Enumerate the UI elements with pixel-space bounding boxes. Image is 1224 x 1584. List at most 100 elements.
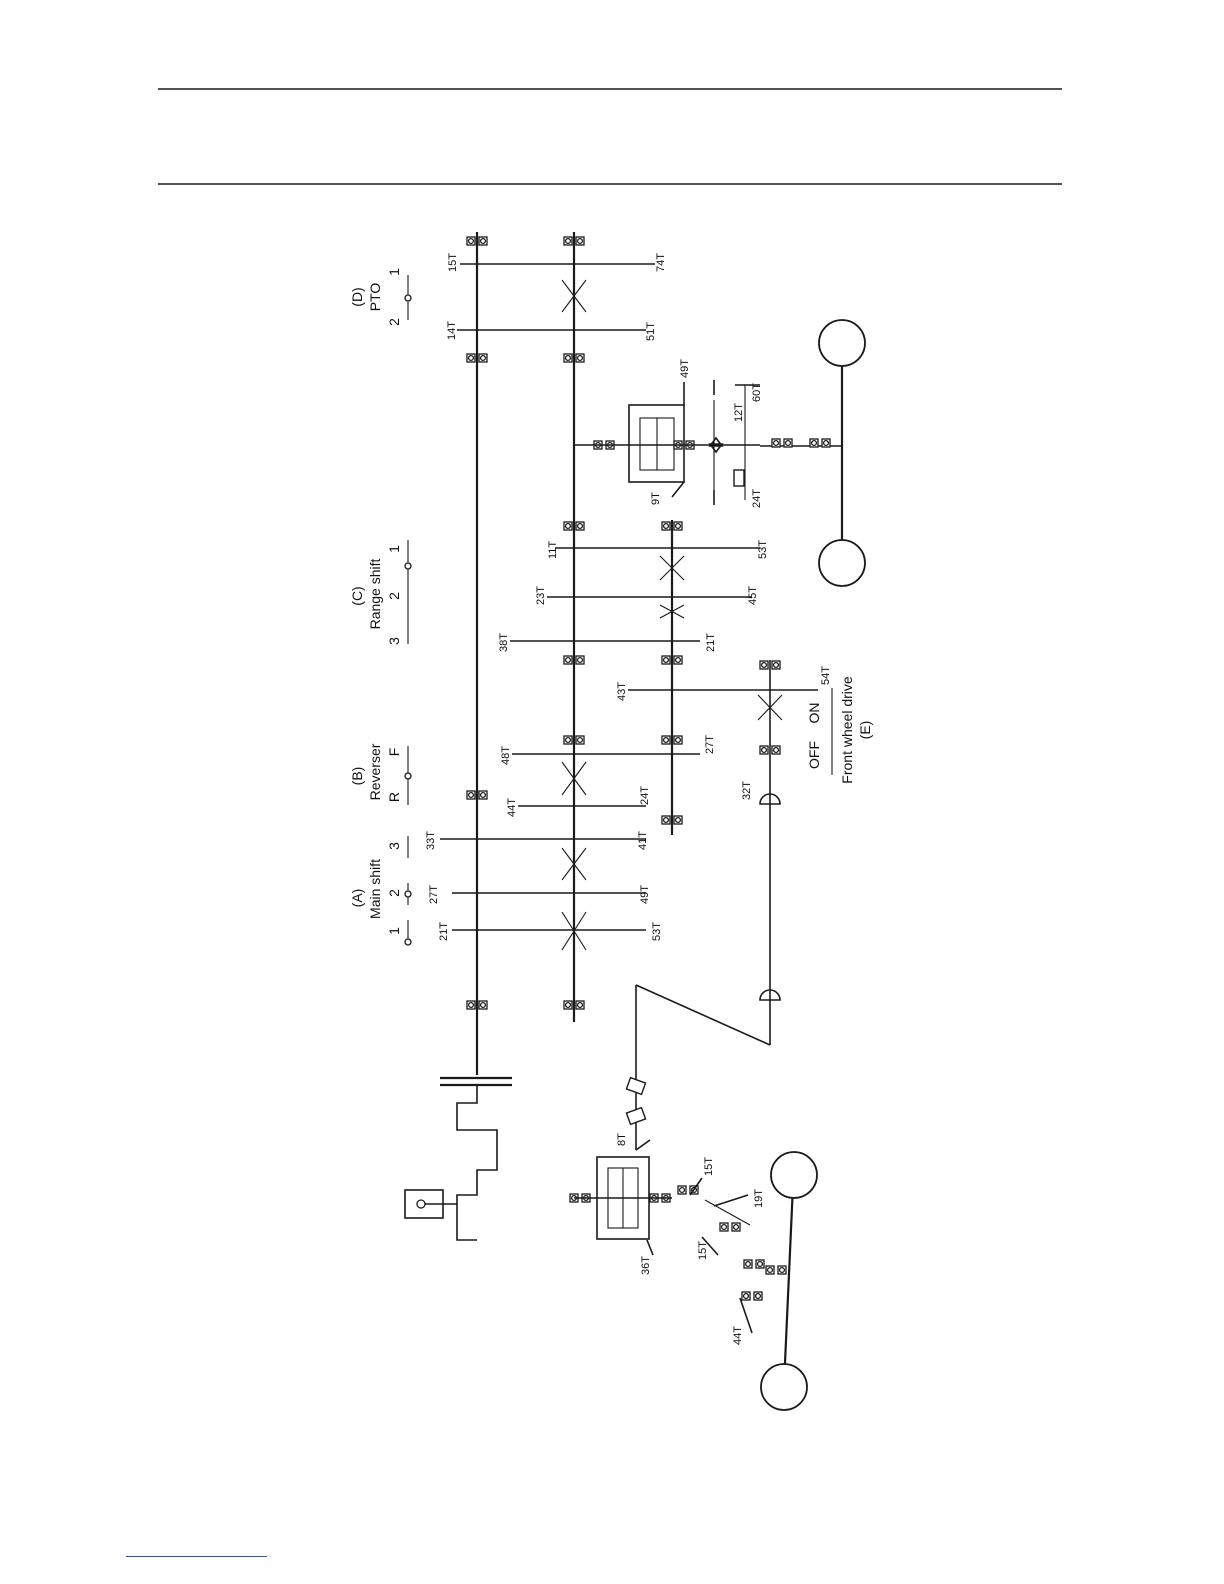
label-main-1-upper: 21T [438, 922, 450, 941]
label-front-bevel-b: 19T [753, 1189, 765, 1208]
bearing-ball-5 [566, 738, 571, 743]
bearing-ball-11 [664, 658, 669, 663]
bearing-ball-3 [469, 239, 474, 244]
piston-pin [417, 1200, 425, 1208]
shift-arrows [405, 275, 832, 945]
pto-name: PTO [367, 283, 383, 312]
label-pto-14: 14T [446, 321, 458, 340]
label-range-45: 45T [747, 586, 759, 605]
bearing-ball-7 [578, 524, 583, 529]
bearing-ball-12 [676, 524, 681, 529]
bearing-ball-0 [481, 1003, 486, 1008]
front-king-pin [705, 1200, 750, 1225]
bearing-ball-4 [578, 1003, 583, 1008]
bearing-ball-14 [774, 748, 779, 753]
label-range-38: 38T [498, 633, 510, 652]
universal-joints [626, 794, 780, 1124]
gear-lines [440, 264, 818, 930]
range-shift-pos-3: 3 [386, 637, 402, 645]
pto-letter: (D) [349, 287, 365, 306]
bearing-ball-3 [481, 239, 486, 244]
range-shift-pos-2: 2 [386, 592, 402, 600]
bearing-ball-24 [758, 1262, 763, 1267]
label-final-12: 12T [733, 403, 745, 422]
label-main-2-lower: 49T [639, 885, 651, 904]
bearing-ball-23 [734, 1225, 739, 1230]
main-shift-pos-1: 1 [386, 927, 402, 935]
label-main-2-upper: 27T [428, 885, 440, 904]
front-wheel-right [771, 1152, 817, 1198]
propeller-shaft-diagonal [636, 985, 770, 1045]
bearing-ball-0 [469, 1003, 474, 1008]
label-main-3-upper: 33T [425, 831, 437, 850]
fwd-letter: (E) [857, 721, 873, 740]
label-range-21: 21T [705, 633, 717, 652]
bearing-ball-18 [786, 441, 791, 446]
front-bevel-19 [714, 1195, 748, 1206]
label-pto-15: 15T [447, 253, 459, 272]
label-rev-idler-small: 32T [741, 781, 753, 800]
bearing-ball-5 [578, 738, 583, 743]
bearing-ball-10 [664, 738, 669, 743]
label-rear-ring: 49T [679, 359, 691, 378]
label-rear-pinion: 9T [650, 492, 662, 505]
main-shift-name: Main shift [367, 859, 383, 919]
bearing-ball-9 [566, 356, 571, 361]
main-shift-pos-3: 3 [386, 842, 402, 850]
pto-pos-2: 2 [386, 318, 402, 326]
reverser-pos-f: F [386, 748, 402, 757]
label-front-ring: 36T [640, 1256, 652, 1275]
prop-joint-a [626, 1078, 645, 1095]
label-range-23: 23T [535, 586, 547, 605]
bearing-ball-7 [566, 524, 571, 529]
label-final-24: 24T [751, 489, 763, 508]
range-shift-pos-1: 1 [386, 545, 402, 553]
final-coupler [734, 470, 744, 486]
label-fwd-out-43: 43T [616, 682, 628, 701]
label-range-11: 11T [547, 541, 559, 559]
rear-wheel-right [819, 540, 865, 586]
bearing-ball-4 [566, 1003, 571, 1008]
label-pto-51: 51T [645, 322, 657, 341]
bearing-ball-10 [676, 738, 681, 743]
bearing-ball-13 [676, 818, 681, 823]
bearing-ball-26 [756, 1294, 761, 1299]
bearing-ball-25 [780, 1268, 785, 1273]
label-front-bevel-a: 15T [703, 1157, 715, 1176]
bearing-ball-2 [469, 356, 474, 361]
bearing-ball-6 [578, 658, 583, 663]
rear-wheel-left [819, 320, 865, 366]
pto-pos-1: 1 [386, 268, 402, 276]
reverser-letter: (B) [349, 767, 365, 786]
bearing-ball-1 [481, 793, 486, 798]
bearing-ball-19 [812, 441, 817, 446]
front-differential [574, 1140, 752, 1333]
bearing-ball-25 [768, 1268, 773, 1273]
fwd-on: ON [806, 703, 822, 724]
bearing-ball-1 [469, 793, 474, 798]
label-front-pinion: 8T [616, 1133, 628, 1146]
bearing-ball-19 [824, 441, 829, 446]
label-main-3-lower: 41T [637, 831, 649, 850]
bearing-ball-13 [664, 818, 669, 823]
bearing-ball-2 [481, 356, 486, 361]
bearing-ball-9 [578, 356, 583, 361]
bearing-ball-12 [664, 524, 669, 529]
bearing-ball-15 [774, 663, 779, 668]
rear-pinion-bevel [672, 482, 684, 497]
bearing-ball-6 [566, 658, 571, 663]
bearing-ball-8 [566, 239, 571, 244]
front-ring-bevel [647, 1240, 653, 1255]
range-shift-letter: (C) [349, 586, 365, 605]
prop-joint-b [626, 1108, 645, 1125]
main-shift-letter: (A) [349, 889, 365, 908]
bearing-ball-18 [774, 441, 779, 446]
engine-clutch [405, 1078, 512, 1240]
bearing-ball-23 [722, 1225, 727, 1230]
label-fwd-upper: 48T [500, 746, 512, 765]
label-front-bevel-c: 15T [697, 1241, 709, 1260]
wheels [761, 320, 865, 1410]
label-fwd-lower: 27T [704, 735, 716, 754]
bearing-ball-26 [744, 1294, 749, 1299]
